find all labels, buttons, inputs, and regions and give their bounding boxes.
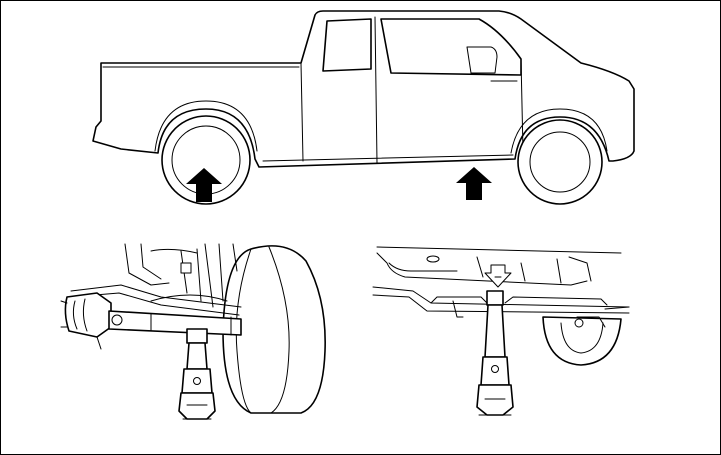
front-rim: [530, 132, 590, 192]
side-sill-jack-icon: [373, 247, 629, 415]
jack-point-mark-icon: [485, 265, 511, 287]
rear-window: [323, 19, 371, 71]
side-sill-floor-jack: [477, 291, 513, 415]
side-mirror: [467, 47, 497, 73]
rear-axle-jack-icon: [61, 244, 325, 419]
differential-housing: [65, 293, 111, 337]
truck-side-view-icon: [93, 11, 634, 204]
axle-tube: [109, 311, 241, 335]
side-sill-lift-point-arrow-icon: [456, 167, 492, 200]
front-window: [381, 19, 521, 75]
rear-axle-floor-jack: [179, 329, 215, 419]
